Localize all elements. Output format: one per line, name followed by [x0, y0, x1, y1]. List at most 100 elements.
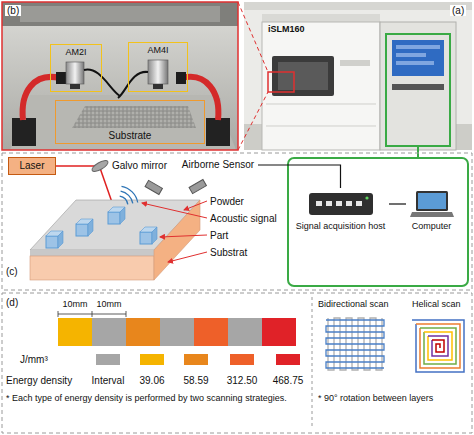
legend-swatch — [276, 354, 300, 365]
acoustic-wave — [120, 186, 138, 204]
node-text: AM4I — [147, 45, 168, 55]
helical-scan-icon — [420, 328, 456, 364]
helical-scan-icon — [432, 340, 444, 352]
energy-bar-block — [194, 318, 228, 346]
legend-text: Interval — [92, 375, 125, 386]
component-label: Acoustic signal — [210, 213, 277, 224]
energy-bar-block — [160, 318, 194, 346]
machine-photo — [238, 2, 472, 158]
chamber-photo — [10, 95, 236, 150]
legend-swatch — [96, 354, 120, 365]
acquisition-host-icon — [309, 193, 373, 215]
part-cube — [140, 232, 152, 244]
dimension-line — [58, 314, 92, 315]
legend-text: 468.75 — [273, 375, 304, 386]
node-text: Substrate — [109, 130, 152, 142]
energy-bar-block — [92, 318, 126, 346]
laptop-icon — [410, 212, 454, 217]
design-panel — [312, 297, 313, 429]
laptop-icon — [418, 193, 446, 209]
acoustic-wave — [120, 196, 128, 204]
scan-title: Helical scan — [412, 300, 461, 310]
sensor-node: Airborne Sensor — [178, 157, 258, 173]
chamber-photo — [176, 72, 186, 84]
legend-text: 312.50 — [227, 375, 258, 386]
machine-photo — [396, 53, 426, 57]
chamber-photo — [70, 84, 80, 89]
machine-photo — [262, 14, 380, 22]
component-label: Galvo mirror — [112, 160, 167, 171]
acquisition-host-icon — [326, 201, 332, 206]
acquisition-host-node: Signal acquisition host — [292, 188, 389, 234]
machine-photo — [386, 34, 450, 146]
helical-scan-icon — [424, 332, 452, 360]
machine-photo — [238, 2, 268, 72]
acquisition-host-icon — [308, 190, 374, 218]
process-schematic — [30, 256, 154, 280]
energy-bar-block — [262, 318, 296, 346]
node-text: AM2I — [65, 47, 86, 57]
part-cube — [46, 236, 58, 248]
chamber-photo — [72, 106, 196, 128]
leader-line — [142, 201, 207, 262]
machine-photo — [244, 2, 472, 150]
chamber-photo — [84, 70, 120, 96]
part-cube — [108, 212, 120, 224]
chamber-photo — [56, 72, 66, 84]
chamber-photo — [118, 72, 148, 98]
note-text: * 90° rotation between layers — [318, 394, 433, 404]
laser-box: Laser — [8, 157, 56, 175]
legend-swatch — [230, 354, 254, 365]
machine-photo — [392, 40, 444, 76]
legend-swatch — [184, 354, 208, 365]
energy-bar-block — [228, 318, 262, 346]
signal-wire — [389, 203, 406, 204]
chamber-photo — [206, 118, 230, 146]
acoustic-wave — [121, 191, 133, 203]
unit-label: J/mm³ — [20, 354, 48, 365]
machine-photo — [272, 56, 334, 96]
leader-line — [142, 203, 207, 218]
process-schematic — [154, 200, 200, 280]
part-cube — [152, 227, 157, 244]
scan-title: Bidirectional scan — [318, 300, 389, 310]
energy-bar-block — [58, 318, 92, 346]
dimension-line — [58, 311, 59, 317]
part-cube — [76, 224, 88, 236]
helical-scan-icon — [416, 324, 460, 368]
part-cube — [46, 207, 157, 248]
chamber-photo — [2, 2, 238, 150]
laptop-icon — [416, 191, 448, 211]
leader-line — [160, 235, 207, 237]
chamber-photo — [148, 60, 168, 84]
chamber-photo — [20, 6, 220, 22]
dimension-line — [58, 311, 126, 317]
sensor-highlight-box: AM2I — [50, 44, 102, 92]
panel-letter: (d) — [6, 297, 18, 308]
process-schematic — [56, 165, 95, 167]
dimension-line — [92, 311, 93, 317]
energy-bar-block — [126, 318, 160, 346]
dimension-line — [92, 314, 126, 315]
machine-photo — [396, 45, 440, 49]
acoustic-wave — [122, 186, 138, 202]
process-schematic — [2, 153, 472, 290]
machine-photo — [392, 84, 444, 90]
machine-photo — [244, 2, 472, 10]
chamber-photo — [2, 2, 238, 150]
laptop-icon — [410, 190, 454, 218]
bidirectional-scan-icon — [326, 318, 384, 370]
panel-letter: (c) — [6, 266, 18, 277]
machine-photo — [380, 22, 456, 150]
acquisition-host-icon — [365, 196, 368, 199]
process-schematic — [145, 180, 162, 194]
acquisition-host-icon — [346, 201, 352, 206]
process-schematic — [189, 180, 206, 194]
helical-scan-icon — [428, 336, 448, 356]
legend-text: 58.59 — [183, 375, 208, 386]
substrate-highlight-box: Substrate — [55, 100, 205, 144]
part-cube — [58, 231, 63, 248]
sensor-highlight-box: AM4I — [128, 42, 188, 92]
component-label: Powder — [210, 196, 244, 207]
